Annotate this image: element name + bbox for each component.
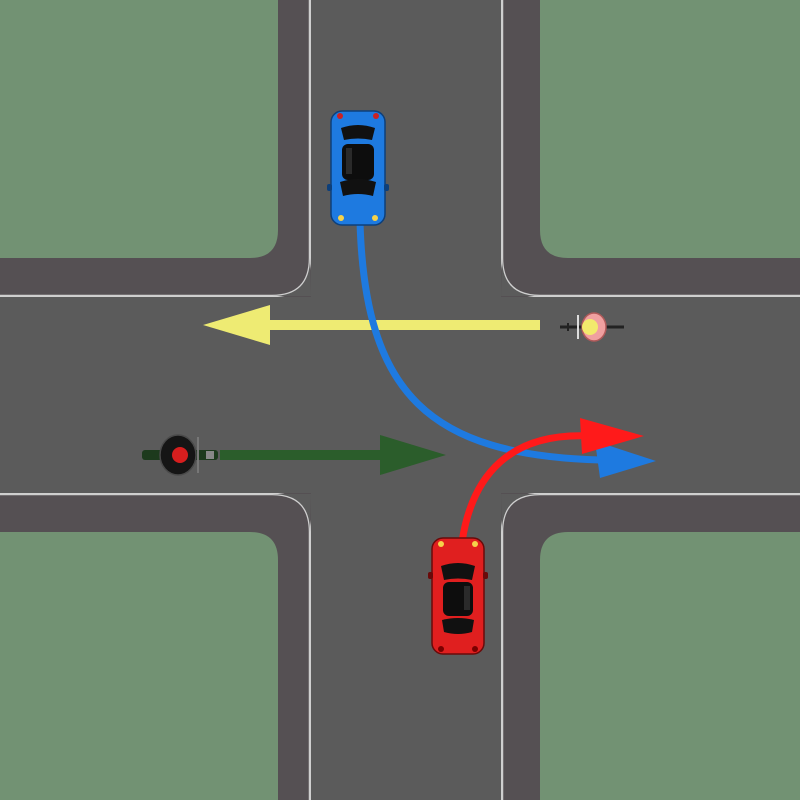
blue-car <box>327 110 389 226</box>
yellow-path-arrow <box>203 305 540 345</box>
green-path-arrow <box>220 435 446 475</box>
red-car <box>428 537 488 655</box>
green-motorcyclist <box>142 434 218 476</box>
blue-path-arrow <box>356 218 656 478</box>
red-path-arrow <box>458 418 644 546</box>
yellow-cyclist <box>560 312 624 342</box>
